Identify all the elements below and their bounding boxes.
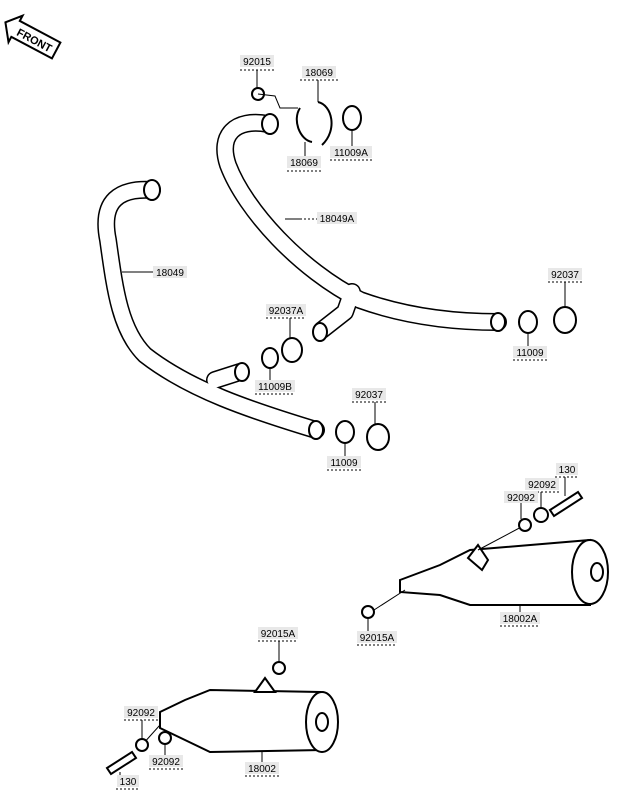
muffler-18002A [361, 490, 609, 619]
bolt-130-right [548, 490, 584, 518]
label-11009B: 11009B [255, 368, 295, 395]
label-130-left: 130 [116, 772, 140, 790]
label-11009A: 11009A [330, 130, 374, 161]
washer-92092-a [518, 518, 532, 532]
label-18049: 18049 [122, 266, 187, 279]
gasket-11009A [342, 105, 362, 131]
label-18069-bottom: 18069 [287, 142, 321, 172]
gasket-11009-right [518, 310, 538, 334]
svg-text:92092: 92092 [528, 480, 556, 491]
nut-92015A-right [361, 605, 375, 619]
label-92037A: 92037A [266, 304, 306, 338]
bolt-130-left [105, 750, 138, 776]
svg-text:18069: 18069 [290, 158, 318, 169]
gasket-11009-lower [335, 420, 355, 444]
svg-text:18002A: 18002A [503, 614, 538, 625]
washer-92092-b [533, 507, 549, 523]
label-11009-lower: 11009 [327, 443, 361, 471]
label-92092-left-a: 92092 [124, 706, 158, 739]
washer-92092-left-a [135, 738, 149, 752]
svg-text:18049: 18049 [156, 268, 184, 279]
label-11009-right: 11009 [513, 333, 547, 361]
muffler-18002 [105, 661, 339, 776]
label-92015A-right: 92015A [357, 618, 397, 646]
clamp-92037-lower [366, 423, 390, 451]
svg-text:92092: 92092 [507, 493, 535, 504]
exhaust-pipe-18049 [97, 179, 325, 440]
clamp-92037A [281, 337, 303, 363]
label-18049A: 18049A [285, 212, 357, 225]
svg-text:11009A: 11009A [334, 148, 368, 159]
label-18002: 18002 [245, 752, 279, 777]
label-92037-lower: 92037 [352, 388, 386, 424]
washer-92092-left-b [158, 731, 172, 745]
nut-92015A-left [272, 661, 286, 675]
label-18002A: 18002A [500, 604, 540, 627]
svg-text:92037A: 92037A [269, 306, 304, 317]
clamp-92037-right [553, 306, 577, 334]
label-130-right: 130 [555, 463, 578, 496]
svg-text:11009: 11009 [516, 348, 544, 359]
part-labels: 92015 18069 18069 11009A 18049A 18049 92… [116, 55, 582, 790]
svg-text:92037: 92037 [551, 270, 579, 281]
svg-text:18049A: 18049A [320, 214, 355, 225]
label-92015A-left: 92015A [258, 627, 298, 662]
gasket-11009B [261, 347, 279, 369]
exhaust-pipe-18049A [216, 113, 507, 342]
bracket-18069-lower [295, 107, 313, 143]
front-direction-arrow: FRONT [4, 13, 62, 60]
svg-text:92092: 92092 [152, 757, 180, 768]
label-92092-left-b: 92092 [149, 744, 183, 770]
svg-text:18069: 18069 [305, 68, 333, 79]
label-92015: 92015 [240, 55, 274, 88]
label-18069-top: 18069 [300, 66, 338, 102]
label-92092-right-a: 92092 [504, 491, 538, 519]
svg-text:130: 130 [559, 465, 576, 476]
svg-text:92015: 92015 [243, 57, 271, 68]
svg-text:92015A: 92015A [360, 633, 395, 644]
svg-text:11009: 11009 [330, 458, 358, 469]
bracket-18069-upper [317, 101, 333, 146]
svg-text:130: 130 [120, 777, 137, 788]
svg-text:92092: 92092 [127, 708, 155, 719]
svg-text:92015A: 92015A [261, 629, 296, 640]
label-92037-right: 92037 [548, 268, 582, 307]
svg-text:18002: 18002 [248, 764, 276, 775]
svg-text:11009B: 11009B [258, 382, 292, 393]
svg-text:92037: 92037 [355, 390, 383, 401]
